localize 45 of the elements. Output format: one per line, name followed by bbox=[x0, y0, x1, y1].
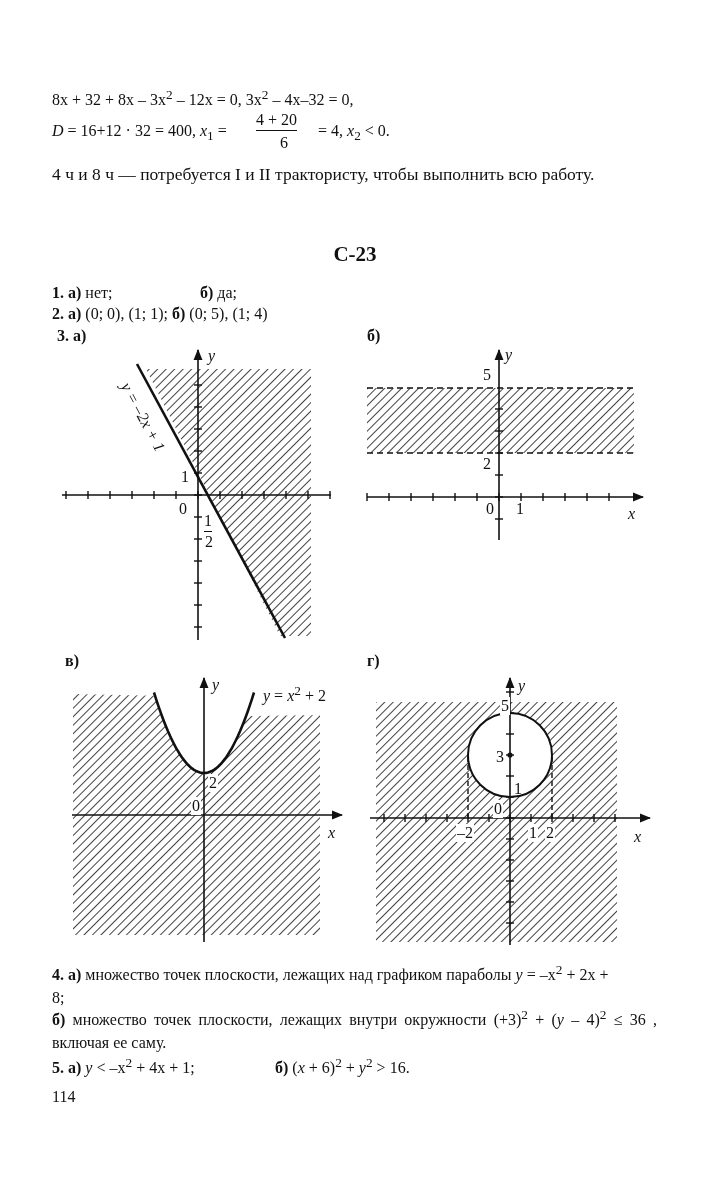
tick-label: 0 bbox=[486, 500, 494, 518]
tick-label: 0 bbox=[191, 797, 201, 815]
part-label: 3. а) bbox=[57, 327, 87, 345]
axis-label: x bbox=[634, 828, 642, 846]
axis-label: y bbox=[212, 676, 220, 694]
page-number: 114 bbox=[52, 1088, 76, 1106]
axis-label: y bbox=[505, 346, 513, 364]
fraction-denominator: 6 bbox=[280, 134, 288, 152]
tick-label: 1 bbox=[528, 824, 538, 842]
tick-label: 2 bbox=[208, 774, 218, 792]
axis-label: x bbox=[628, 505, 636, 523]
answer-text: б) множество точек плоскости, лежащих внутри окружности (+3)$^{2}$ + (y – 4)$^{2}$ ≤ 36 , включая ее саму. bbox=[52, 1006, 657, 1054]
tick-label: 2 bbox=[205, 533, 213, 551]
answer-text: б) да; bbox=[200, 284, 237, 302]
equation-text: = 4, x$_{2}$ < 0. bbox=[318, 122, 390, 144]
part-label: в) bbox=[65, 652, 79, 670]
section-heading: С-23 bbox=[333, 243, 377, 267]
curve-label: y = x$^{2}$ + 2 bbox=[262, 684, 327, 705]
tick-label: 1 bbox=[181, 468, 189, 486]
tick-label: –2 bbox=[456, 824, 474, 842]
equation-text: D = 16+12 · 32 = 400, x$_{1}$ = bbox=[52, 122, 227, 144]
tick-label: 1 bbox=[516, 500, 524, 518]
tick-label: 1 bbox=[514, 780, 522, 798]
tick-label: 2 bbox=[483, 455, 491, 473]
axis-label: y bbox=[208, 347, 216, 365]
fraction-numerator: 4 + 20 bbox=[256, 111, 298, 131]
tick-label: 2 bbox=[545, 824, 555, 842]
curve-label: y = –2x + 1 bbox=[117, 379, 169, 455]
answer-text: 1. а) нет; bbox=[52, 284, 113, 302]
part-label: б) bbox=[367, 327, 381, 345]
tick-label: 5 bbox=[500, 697, 510, 715]
answer-text: б) (x + 6)$^{2}$ + y$^{2}$ > 16. bbox=[275, 1056, 410, 1077]
tick-label: 0 bbox=[179, 500, 187, 518]
axis-label: x bbox=[328, 824, 336, 842]
axis-label: y bbox=[518, 677, 526, 695]
answer-text: 4 ч и 8 ч — потребуется I и II трактористу, чтобы выполнить всю работу. bbox=[52, 163, 596, 186]
answer-text: 2. а) (0; 0), (1; 1); б) (0; 5), (1; 4) bbox=[52, 305, 268, 323]
tick-label: 0 bbox=[493, 800, 503, 818]
answer-text: 5. а) y < –x$^{2}$ + 4x + 1; bbox=[52, 1056, 195, 1077]
tick-label: 3 bbox=[496, 748, 504, 766]
equation-text: 8x + 32 + 8x – 3x$^{2}$ – 12x = 0, 3x$^{2}$ – 4x–32 = 0, bbox=[52, 88, 354, 109]
answer-text: 4. а) множество точек плоскости, лежащих над графиком параболы y = –x$^{2}$ + 2x + 8; bbox=[52, 961, 610, 1009]
part-label: г) bbox=[367, 652, 380, 670]
tick-label: 5 bbox=[483, 366, 491, 384]
tick-label: 1 bbox=[204, 512, 212, 532]
